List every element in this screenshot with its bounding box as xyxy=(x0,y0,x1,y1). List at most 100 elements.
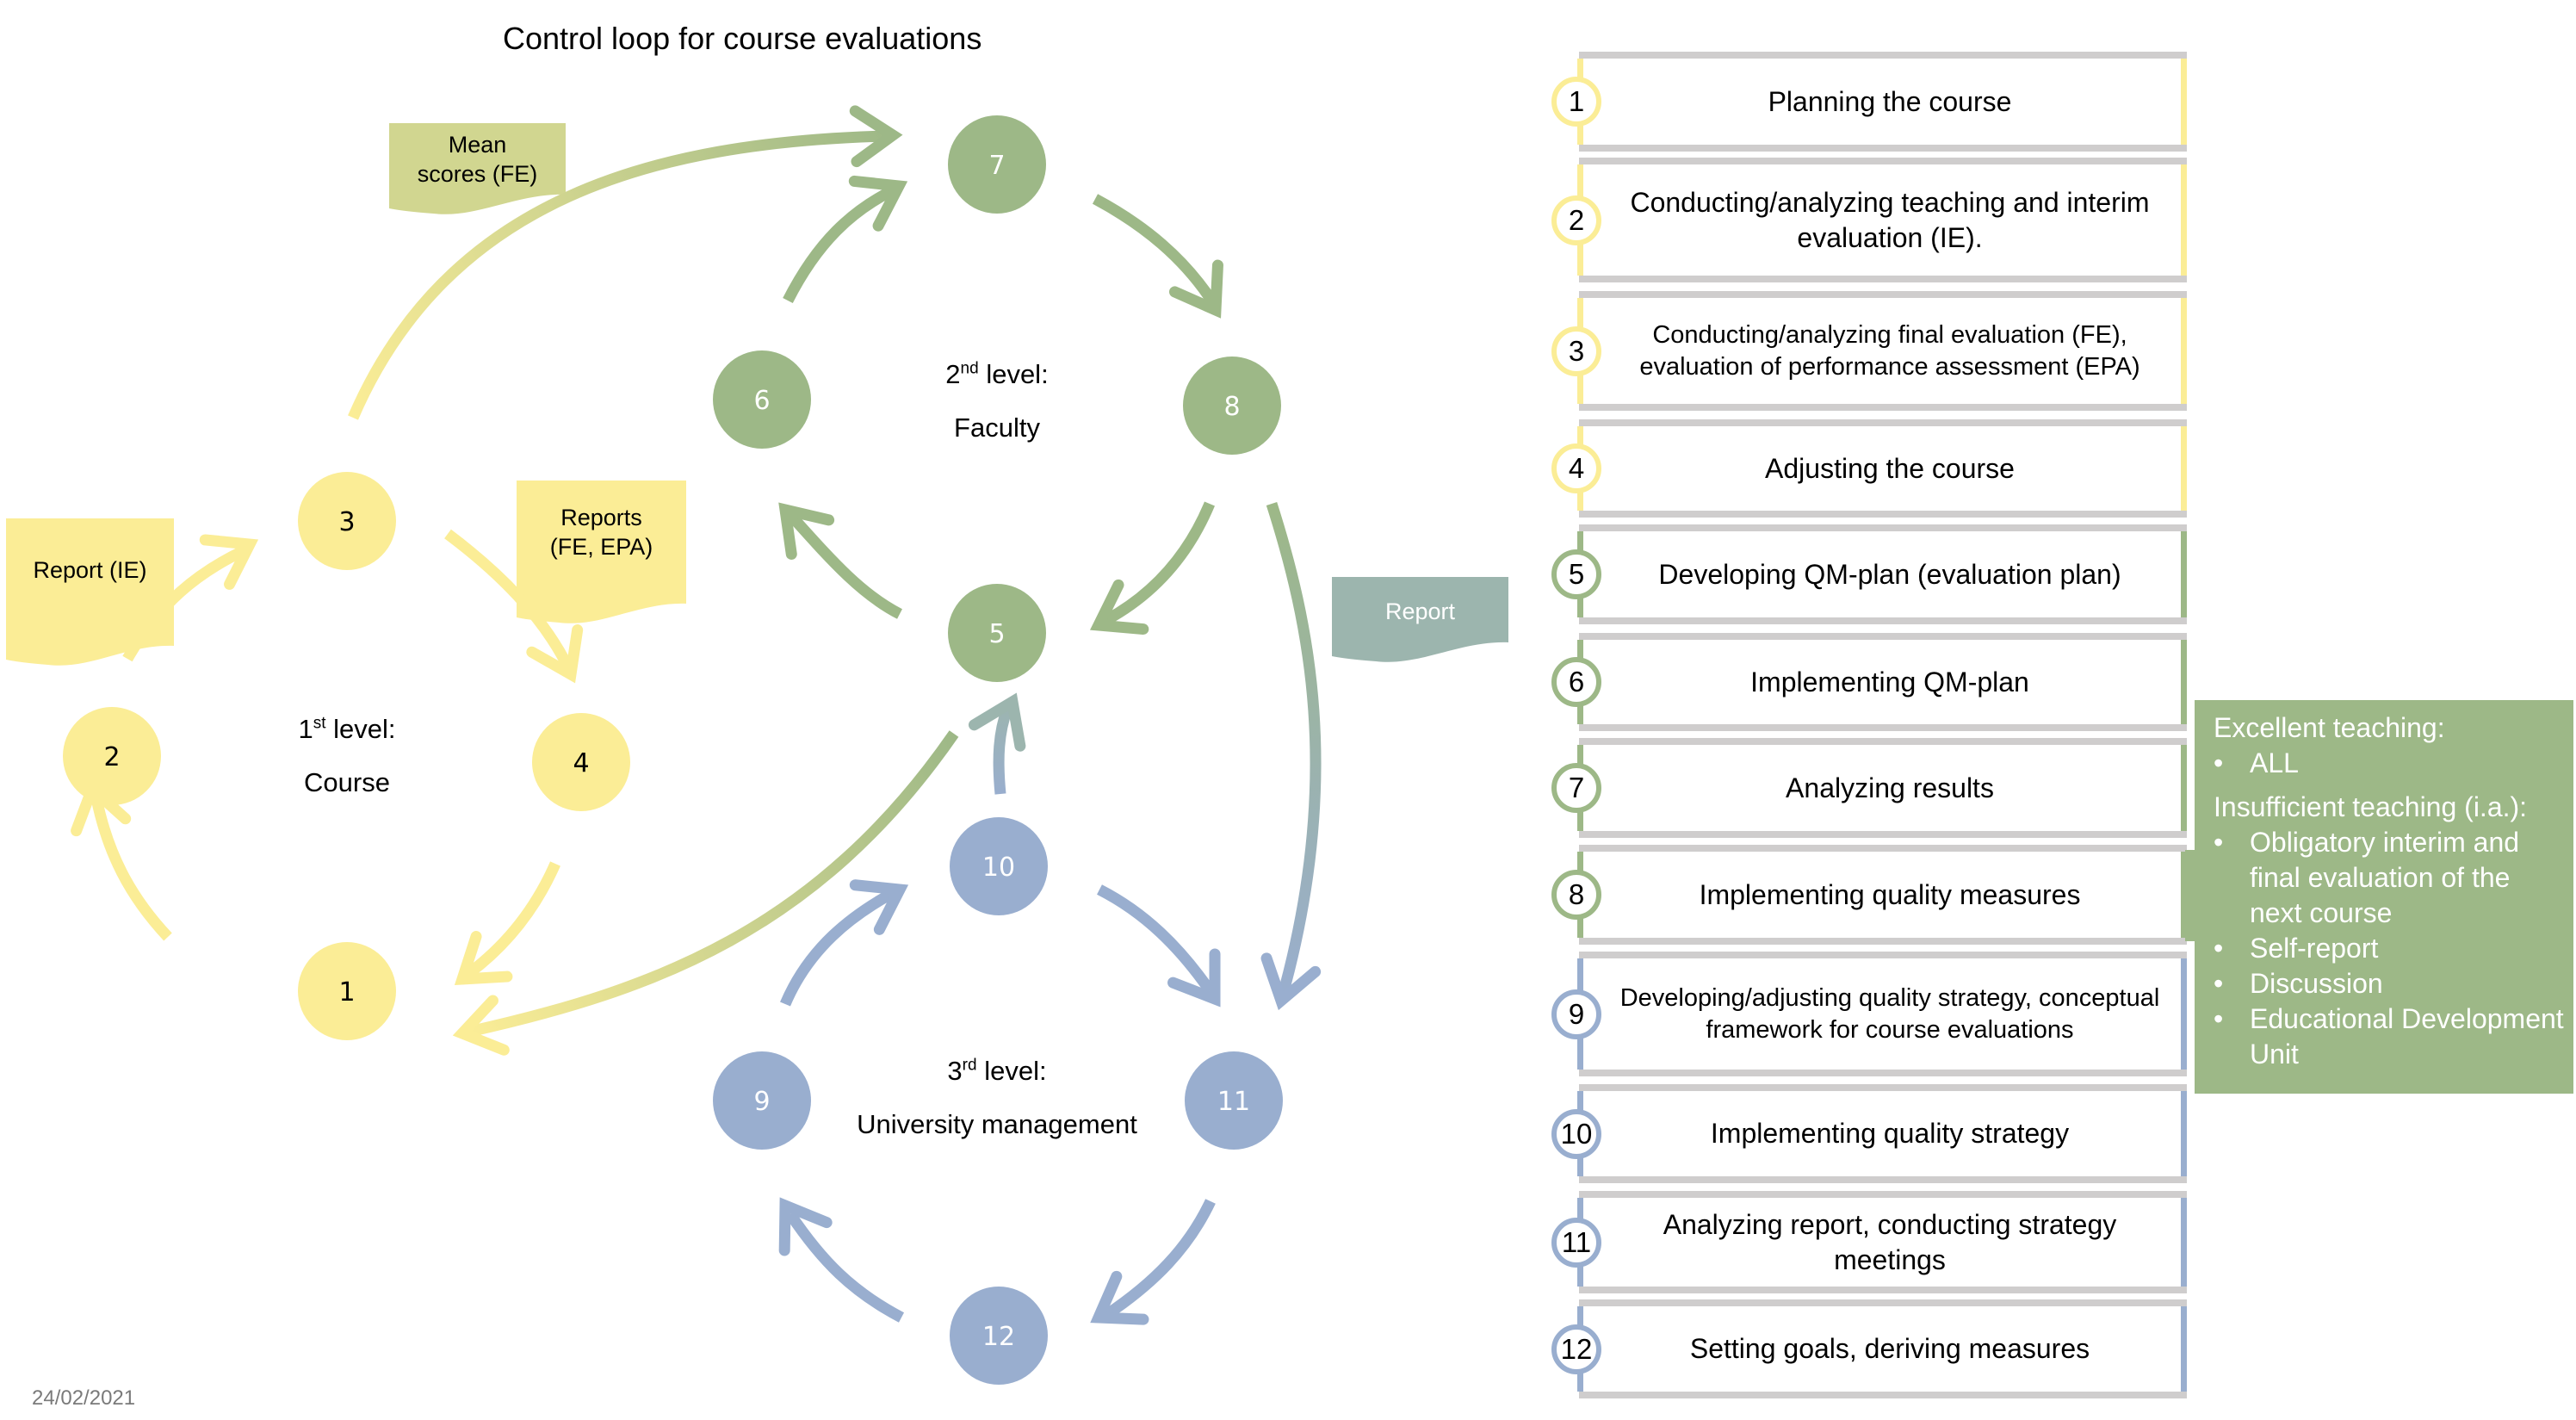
step-text: Analyzing report, conducting strategy me… xyxy=(1663,1208,2117,1275)
arrow-8-to-5 xyxy=(1089,501,1215,636)
flag-shape-report-ie xyxy=(6,518,174,666)
arrowhead xyxy=(848,175,908,232)
node-number: 10 xyxy=(982,853,1015,883)
row-divider xyxy=(1579,952,2187,958)
arrow-shaft xyxy=(348,130,888,420)
step-number: 10 xyxy=(1560,1117,1593,1150)
quality-measures-panel: Excellent teaching: ALL Insufficient tea… xyxy=(2195,700,2573,1094)
node-6: 6 xyxy=(713,350,811,449)
level-1-suffix: st xyxy=(313,714,326,733)
node-number: 1 xyxy=(338,977,355,1008)
arrow-9-to-10 xyxy=(780,879,909,1007)
arrow-2-to-3 xyxy=(122,534,259,662)
node-circle xyxy=(298,472,396,570)
row-divider xyxy=(1579,419,2187,426)
insufficient-item: Obligatory interim and final evaluation … xyxy=(2214,825,2565,931)
node-9: 9 xyxy=(713,1051,811,1150)
level-3-ordinal: 3 xyxy=(947,1056,963,1086)
node-number: 5 xyxy=(988,619,1005,649)
node-2: 2 xyxy=(63,707,161,805)
level-3-word: level: xyxy=(984,1056,1047,1086)
step-row: 12 Setting goals, deriving measures xyxy=(1551,1299,2187,1398)
arrow-shaft xyxy=(468,730,959,1038)
node-circle xyxy=(1183,357,1281,455)
arrow-10-to-5 xyxy=(968,692,1026,795)
node-circle xyxy=(298,942,396,1040)
step-row: 7 Analyzing results xyxy=(1551,738,2187,838)
arrow-4-to-1 xyxy=(454,861,560,986)
row-right-line xyxy=(2181,745,2187,831)
row-divider xyxy=(1579,845,2187,852)
arrow-5-to-6 xyxy=(778,502,902,619)
flag-mean-scores: Mean scores (FE) xyxy=(389,123,566,195)
arrow-3-to-4 xyxy=(444,529,584,684)
step-number-badge: 11 xyxy=(1551,1217,1601,1268)
step-number: 6 xyxy=(1568,666,1585,698)
step-number-badge: 7 xyxy=(1551,763,1601,813)
arrow-shaft xyxy=(1097,884,1215,994)
flag-shape-reports-fe-epa xyxy=(517,481,686,623)
node-circle xyxy=(950,1287,1048,1385)
step-row: 11 Analyzing report, conducting strategy… xyxy=(1551,1191,2187,1293)
step-row: 10 Implementing quality strategy xyxy=(1551,1084,2187,1183)
row-divider xyxy=(1579,1176,2187,1183)
node-circle xyxy=(950,817,1048,915)
row-divider xyxy=(1579,633,2187,640)
node-number: 4 xyxy=(573,748,589,778)
step-text: Analyzing results xyxy=(1786,772,1994,803)
flag-report: Report xyxy=(1332,577,1508,646)
row-right-line xyxy=(2181,531,2187,617)
level-2-ordinal: 2 xyxy=(945,359,961,389)
excellent-item: ALL xyxy=(2214,746,2565,781)
level-1-label: 1st level: Course xyxy=(261,703,433,809)
insufficient-item: Discussion xyxy=(2214,966,2565,1001)
step-text: Developing QM-plan (evaluation plan) xyxy=(1658,558,2121,590)
arrowhead xyxy=(1260,952,1322,1011)
step-number-badge: 2 xyxy=(1551,195,1601,245)
row-divider xyxy=(1579,1070,2187,1076)
step-text: Conducting/analyzing teaching and interi… xyxy=(1630,186,2150,253)
step-text: Conducting/analyzing final evaluation (F… xyxy=(1639,320,2140,381)
arrowhead xyxy=(1168,259,1223,319)
arrowhead xyxy=(454,931,513,986)
step-number: 12 xyxy=(1560,1332,1593,1365)
row-right-line xyxy=(2181,640,2187,724)
flag-report-text: Report xyxy=(1384,598,1456,624)
node-number: 6 xyxy=(753,386,770,416)
level-2-label: 2nd level: Faculty xyxy=(911,348,1083,455)
level-3-suffix: rd xyxy=(962,1056,977,1075)
arrow-5-to-1 xyxy=(452,730,959,1056)
step-text: Implementing QM-plan xyxy=(1750,666,2029,698)
arrow-shaft xyxy=(444,529,573,670)
level-3-label: 3rd level: University management xyxy=(825,1045,1169,1151)
arrowhead xyxy=(778,1197,833,1256)
insufficient-heading: Insufficient teaching (i.a.): xyxy=(2214,791,2528,822)
step-number: 1 xyxy=(1568,85,1585,117)
insufficient-list: Obligatory interim and final evaluation … xyxy=(2214,825,2565,1072)
row-right-line xyxy=(2181,1091,2187,1176)
flag-reports-line1: Reports xyxy=(560,505,642,530)
step-number-badge: 12 xyxy=(1551,1324,1601,1374)
row-right-line xyxy=(2181,1198,2187,1287)
arrow-shaft xyxy=(780,889,895,1007)
row-divider xyxy=(1579,404,2187,411)
step-number-badge: 6 xyxy=(1551,657,1601,707)
arrow-shaft xyxy=(785,1211,905,1323)
arrow-shaft xyxy=(122,546,245,662)
arrow-8-to-11 xyxy=(1260,502,1322,1011)
node-circle xyxy=(713,1051,811,1150)
node-circle xyxy=(948,115,1046,214)
step-row: 2 Conducting/analyzing teaching and inte… xyxy=(1551,158,2187,282)
level-1-name: Course xyxy=(304,767,390,797)
row-divider xyxy=(1579,1084,2187,1091)
node-8: 8 xyxy=(1183,357,1281,455)
row-right-line xyxy=(2181,958,2187,1070)
step-number-badge: 3 xyxy=(1551,326,1601,376)
node-number: 8 xyxy=(1223,392,1240,422)
step-text: Adjusting the course xyxy=(1765,452,2015,484)
arrow-10-to-11 xyxy=(1097,884,1221,1008)
node-1: 1 xyxy=(298,942,396,1040)
flag-reports-line2: (FE, EPA) xyxy=(549,534,653,560)
arrowhead xyxy=(526,624,584,684)
